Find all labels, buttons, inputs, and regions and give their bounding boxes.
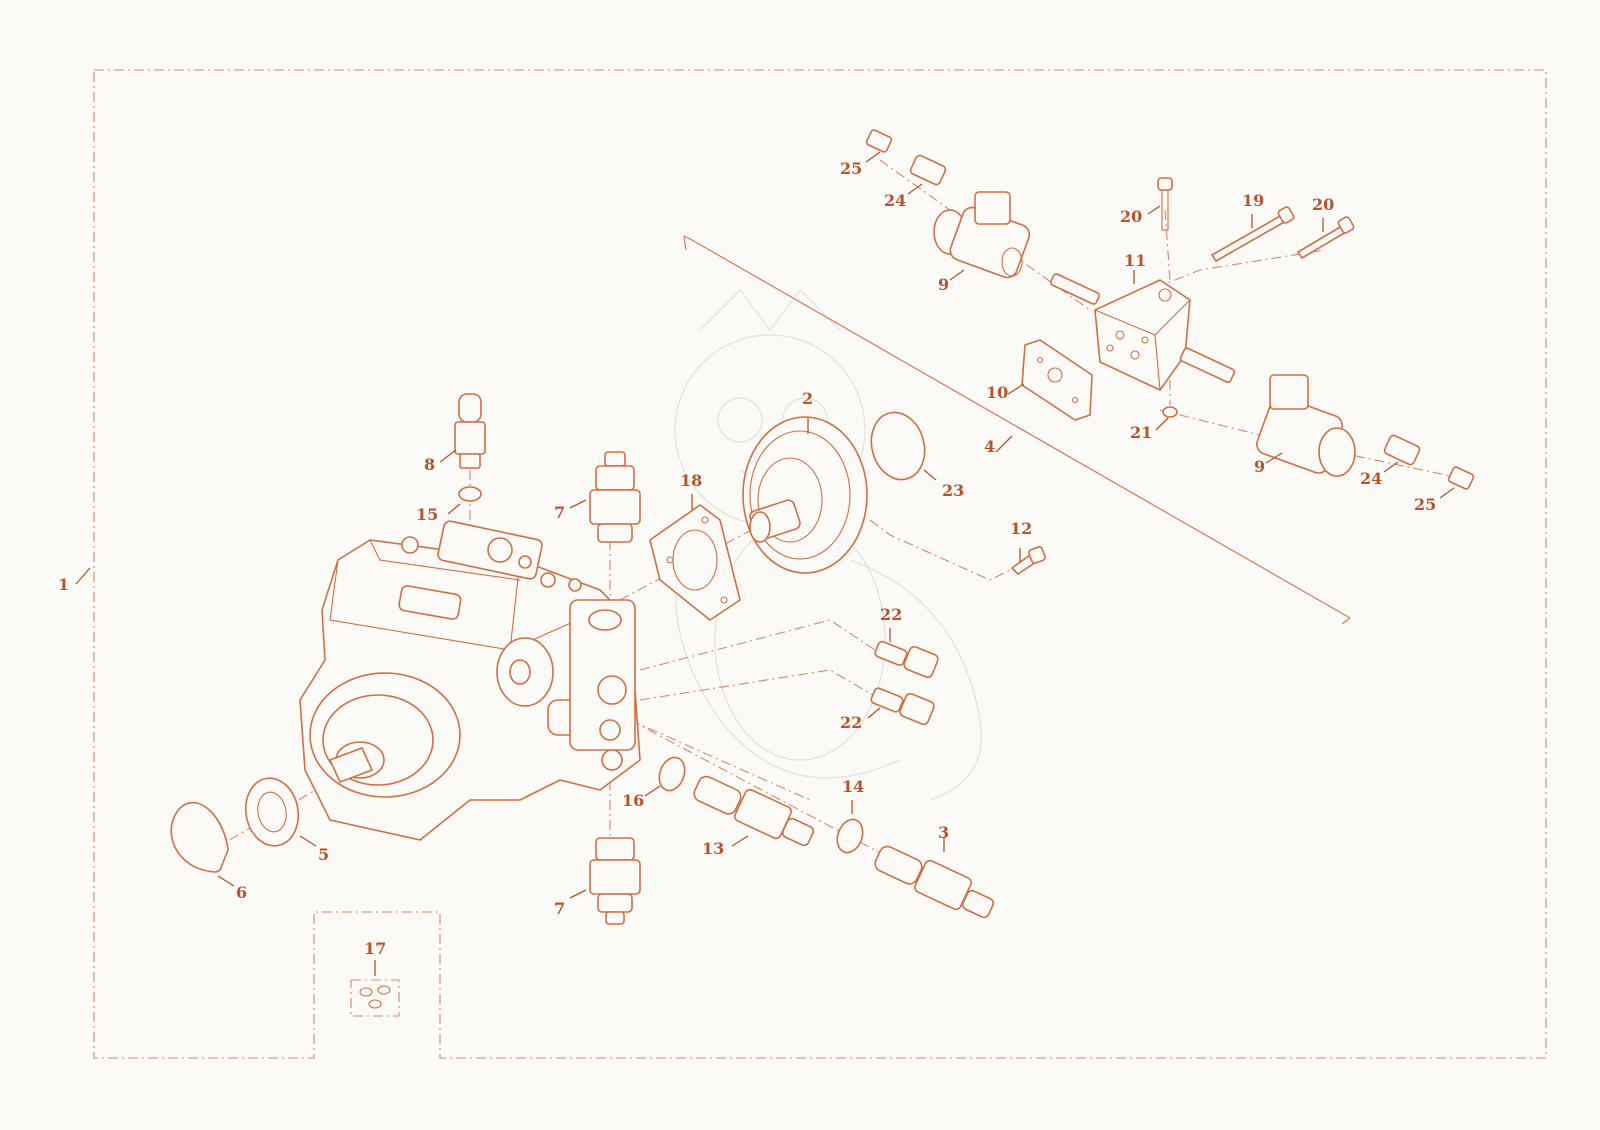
part-5-shim <box>244 777 300 847</box>
part-10-gasket <box>1021 339 1093 421</box>
leader-lines <box>75 151 1455 976</box>
part-24-connector-bottom <box>1383 434 1421 466</box>
part-24-connector-top <box>909 154 947 186</box>
callout-15: 15 <box>416 505 438 524</box>
kit-boundary-line <box>93 69 1547 1059</box>
part-25-plug-bottom <box>1447 466 1475 490</box>
callout-24-bottom: 24 <box>1360 469 1382 488</box>
callout-9-bottom: 9 <box>1254 457 1265 476</box>
callout-14: 14 <box>842 777 864 796</box>
part-23-o-ring <box>870 411 926 481</box>
callout-13: 13 <box>702 839 724 858</box>
part-13-cartridge <box>693 775 815 847</box>
callout-25-top: 25 <box>840 159 862 178</box>
callout-18: 18 <box>680 471 702 490</box>
part-11-valve-block <box>1049 273 1236 391</box>
kit-17-box <box>350 979 400 1017</box>
callout-2: 2 <box>802 389 813 408</box>
part-14-o-ring <box>836 818 864 854</box>
part-7-cartridge-top <box>589 451 641 543</box>
callout-3: 3 <box>938 823 949 842</box>
part-19-bolt <box>1211 206 1295 262</box>
callout-20-top: 20 <box>1120 207 1142 226</box>
callout-22-top: 22 <box>880 605 902 624</box>
part-17-o-ring-kit <box>359 985 391 1009</box>
part-7-cartridge-bottom <box>589 837 641 925</box>
part-9-solenoid-top <box>933 191 1031 279</box>
part-6-circlip <box>170 801 229 873</box>
subassembly-boundary-line <box>683 235 1351 625</box>
part-22-plug-bottom <box>870 687 935 726</box>
callout-12: 12 <box>1010 519 1032 538</box>
callout-7-top: 7 <box>554 503 565 522</box>
callout-17: 17 <box>364 939 386 958</box>
part-25-plug-top <box>865 129 893 153</box>
part-18-gasket <box>649 504 741 621</box>
part-12-bolt <box>1011 546 1046 575</box>
callout-7-bottom: 7 <box>554 899 565 918</box>
part-20-screw-top <box>1157 177 1173 231</box>
callout-9-top: 9 <box>938 275 949 294</box>
part-22-plug-top <box>874 640 939 679</box>
part-16-o-ring <box>658 756 686 792</box>
callout-20-side: 20 <box>1312 195 1334 214</box>
callout-21: 21 <box>1130 423 1152 442</box>
pump-body <box>299 520 641 841</box>
callout-22-bottom: 22 <box>840 713 862 732</box>
subassembly-boundary-tick <box>683 235 687 251</box>
callout-23: 23 <box>942 481 964 500</box>
part-2-flange <box>742 416 868 574</box>
callout-10: 10 <box>986 383 1008 402</box>
part-20-screw-side <box>1297 216 1355 259</box>
callout-24-top: 24 <box>884 191 906 210</box>
part-15-o-ring <box>458 486 482 502</box>
callout-5: 5 <box>318 845 329 864</box>
callout-labels: 1 2 3 4 5 6 7 7 8 9 9 10 11 12 13 14 15 … <box>58 159 1436 958</box>
callout-11: 11 <box>1124 251 1146 270</box>
callout-4: 4 <box>984 437 995 456</box>
part-9-solenoid-bottom <box>1256 374 1356 477</box>
callout-1: 1 <box>58 575 69 594</box>
part-21-o-ring <box>1162 406 1178 418</box>
callout-6: 6 <box>236 883 247 902</box>
callout-19: 19 <box>1242 191 1264 210</box>
callout-25-bottom: 25 <box>1414 495 1436 514</box>
callout-8: 8 <box>424 455 435 474</box>
callout-16: 16 <box>622 791 644 810</box>
part-3-cartridge <box>874 845 995 919</box>
part-8-fitting <box>454 393 486 469</box>
